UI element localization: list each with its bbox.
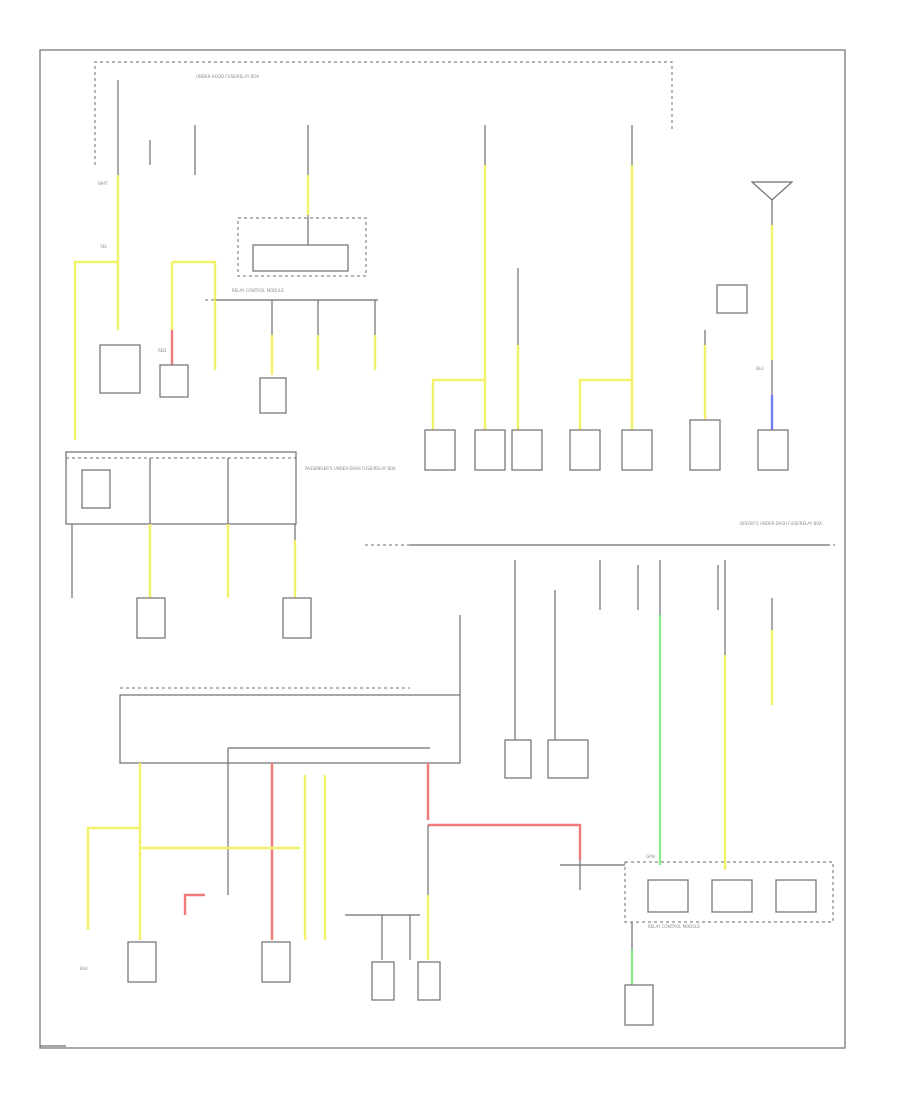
under-hood-box bbox=[86, 615, 582, 1001]
label-blk: BLK bbox=[80, 966, 88, 971]
right-top-section bbox=[424, 125, 794, 471]
label-passenger-box: PASSENGER'S UNDER-DASH FUSE/RELAY BOX bbox=[305, 466, 396, 471]
label-blu: BLU bbox=[756, 366, 764, 371]
label-relay-box: RELAY CONTROL MODULE bbox=[232, 288, 284, 293]
label-wht: WHT bbox=[98, 181, 108, 186]
passenger-box bbox=[65, 451, 312, 639]
top-bus bbox=[94, 61, 673, 165]
relay-box-top bbox=[237, 217, 367, 277]
label-red: RED bbox=[158, 348, 166, 353]
component-c bbox=[259, 377, 287, 414]
label-yel: YEL bbox=[99, 244, 108, 249]
right-lower-section bbox=[365, 544, 835, 1026]
label-top-fuse: UNDER-HOOD FUSE/RELAY BOX bbox=[196, 74, 259, 79]
label-relay-module: RELAY CONTROL MODULE bbox=[648, 924, 700, 929]
component-b bbox=[159, 364, 189, 398]
label-driver-box: DRIVER'S UNDER-DASH FUSE/RELAY BOX bbox=[740, 521, 822, 526]
label-grn: GRN bbox=[646, 854, 655, 859]
ground-symbol bbox=[750, 181, 794, 201]
diagram-frame bbox=[39, 49, 846, 1049]
relay-control-module bbox=[624, 861, 834, 923]
component-a bbox=[99, 344, 141, 394]
left-top-section bbox=[73, 80, 378, 440]
label-group: UNDER-HOOD FUSE/RELAY BOX RELAY CONTROL … bbox=[80, 74, 822, 971]
